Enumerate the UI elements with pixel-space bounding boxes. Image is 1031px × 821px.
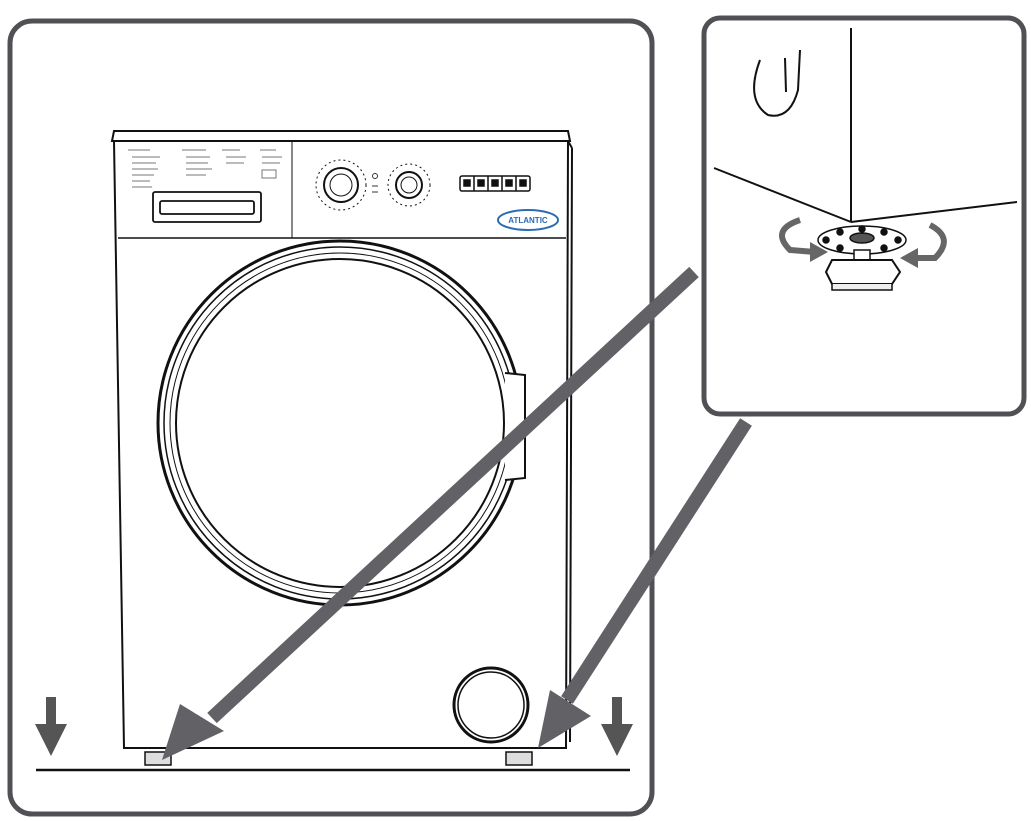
detergent-drawer <box>152 191 262 223</box>
front-right-foot <box>505 751 533 766</box>
option-buttons <box>459 175 531 192</box>
down-arrow-icon <box>35 697 67 756</box>
rotate-arrow-icon <box>900 248 918 268</box>
brand-logo: ATLANTIC <box>497 209 559 231</box>
door <box>156 239 526 607</box>
rotate-arrow-icon <box>779 217 816 255</box>
pump-filter-cover <box>452 666 530 744</box>
detail-panel-frame <box>701 15 1027 417</box>
brand-name: ATLANTIC <box>508 216 548 225</box>
adjustable-foot <box>817 225 907 291</box>
machine-corner-detail <box>713 28 1018 223</box>
indicator-symbols <box>372 173 378 193</box>
temperature-knob <box>387 163 431 207</box>
program-knob <box>315 159 367 211</box>
pointer-arrow-icon <box>538 418 752 748</box>
down-arrow-icon <box>601 697 633 756</box>
rotate-arrow-icon <box>810 242 828 262</box>
program-legend <box>128 149 282 188</box>
rotate-arrow-icon <box>912 222 947 261</box>
pointer-arrow-icon <box>162 266 699 760</box>
